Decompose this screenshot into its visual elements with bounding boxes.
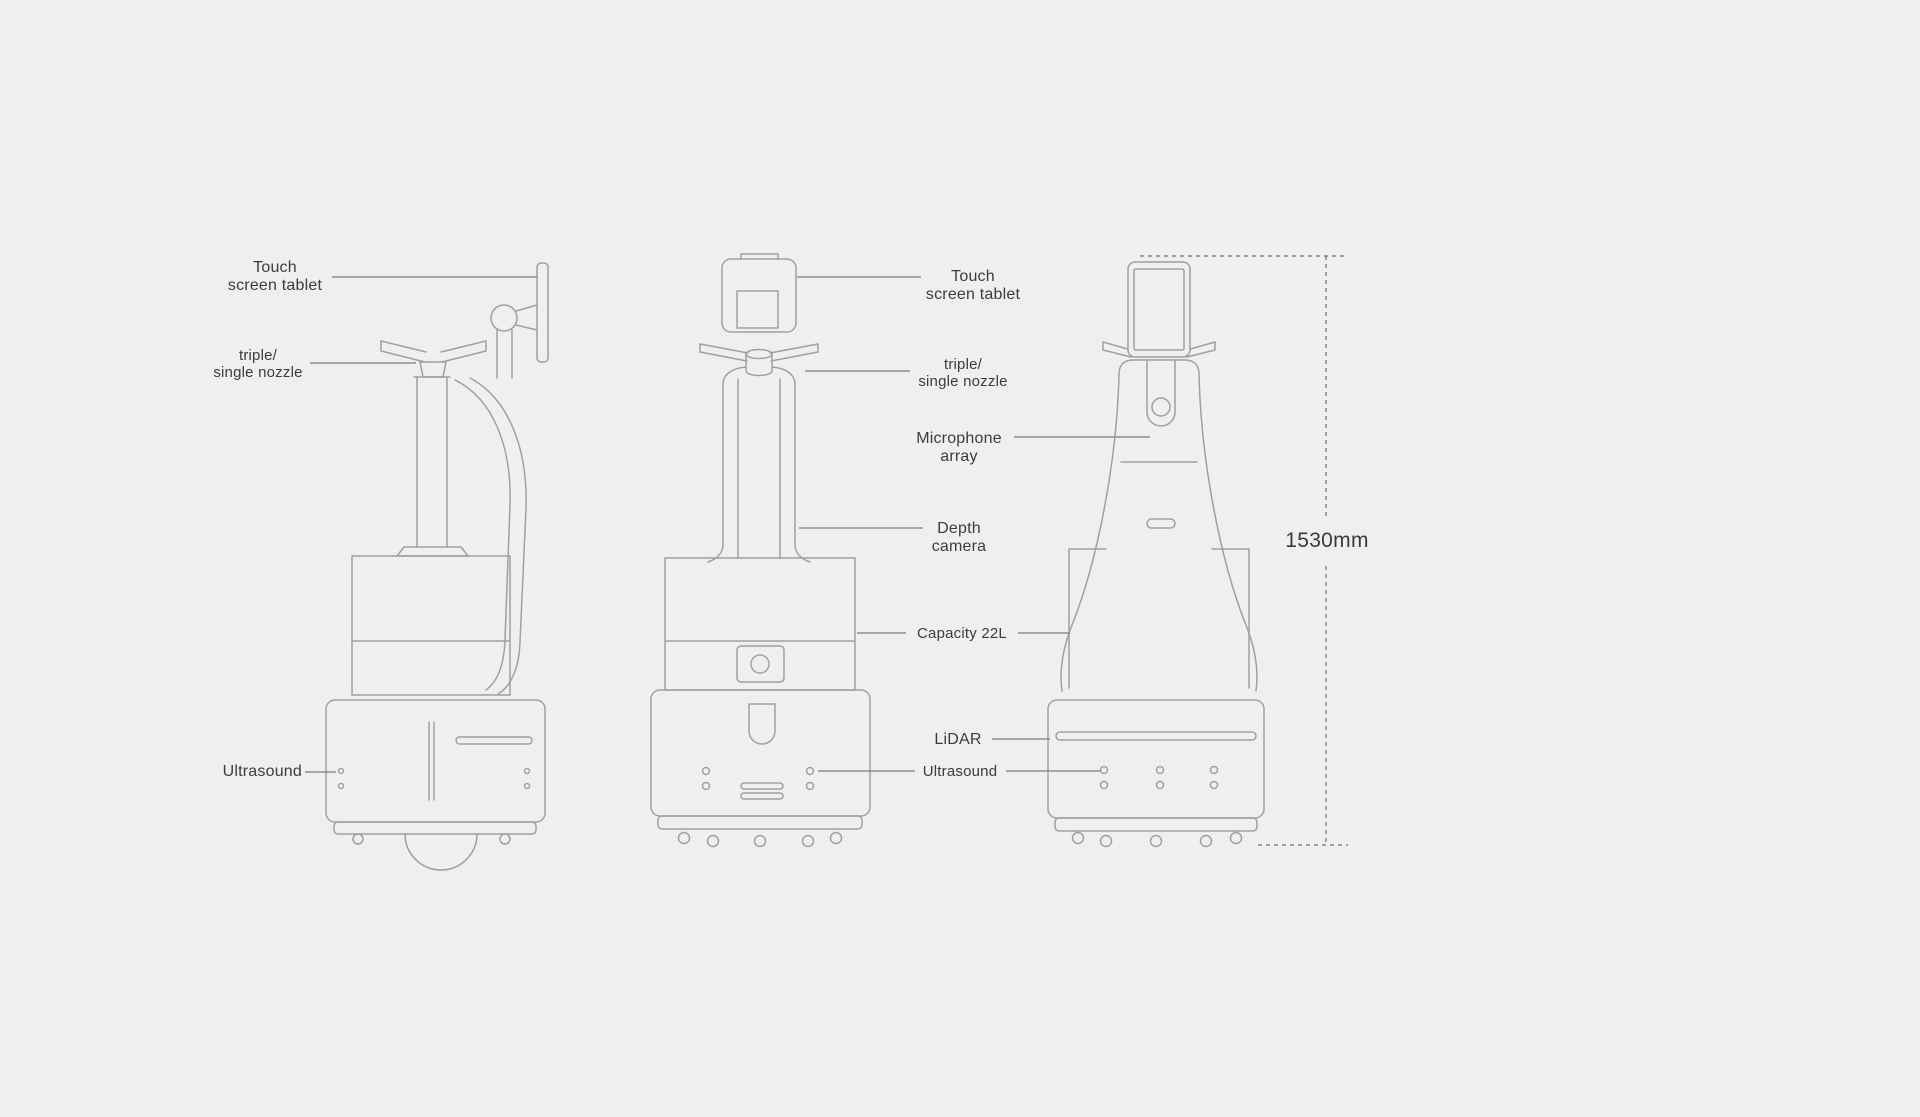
tablet-front-icon xyxy=(1127,261,1191,358)
robot-rear-view xyxy=(650,253,871,848)
neck-rear xyxy=(707,366,811,563)
label-nozzle-left: triple/ single nozzle xyxy=(213,347,303,381)
label-depth-camera: Depth camera xyxy=(931,520,987,555)
label-ultrasound-left: Ultrasound xyxy=(222,763,302,780)
dimension-lines xyxy=(1140,255,1348,846)
neck-side xyxy=(396,376,469,557)
robot-side-view xyxy=(325,262,549,871)
label-lidar: LiDAR xyxy=(934,731,982,748)
microphone-array-area xyxy=(1146,359,1176,427)
lidar-slot xyxy=(1055,731,1257,741)
support-tube xyxy=(454,377,527,695)
label-capacity: Capacity 22L xyxy=(917,625,1007,642)
leader-lines xyxy=(305,276,1150,773)
label-ultrasound-right: Ultrasound xyxy=(922,763,998,780)
side-tanks xyxy=(1068,548,1250,689)
dimension-height-label: 1530mm xyxy=(1285,529,1369,552)
ultrasound-dots-side xyxy=(337,767,531,790)
label-touch-screen-tablet-left: Touch screen tablet xyxy=(227,259,323,294)
base-side xyxy=(325,699,546,871)
nozzle-side-icon xyxy=(380,340,487,378)
nozzle-rear-icon xyxy=(699,343,819,377)
base-front xyxy=(1047,699,1265,848)
robot-front-view xyxy=(1047,261,1265,848)
tank-rear xyxy=(664,557,856,691)
ultrasound-dots-front xyxy=(1099,765,1219,790)
tower-body xyxy=(1060,359,1258,692)
label-touch-screen-tablet-right: Touch screen tablet xyxy=(925,268,1021,303)
base-rear xyxy=(650,689,871,848)
label-microphone-array: Microphone array xyxy=(916,430,1002,465)
tank-side xyxy=(351,555,511,696)
tablet-rear-icon xyxy=(721,253,797,333)
label-nozzle-right: triple/ single nozzle xyxy=(918,356,1008,390)
depth-camera-slot xyxy=(1146,518,1176,529)
ultrasound-dots-rear xyxy=(701,766,815,791)
tablet-side-icon xyxy=(490,262,549,379)
nozzle-front-icon xyxy=(1102,341,1216,358)
